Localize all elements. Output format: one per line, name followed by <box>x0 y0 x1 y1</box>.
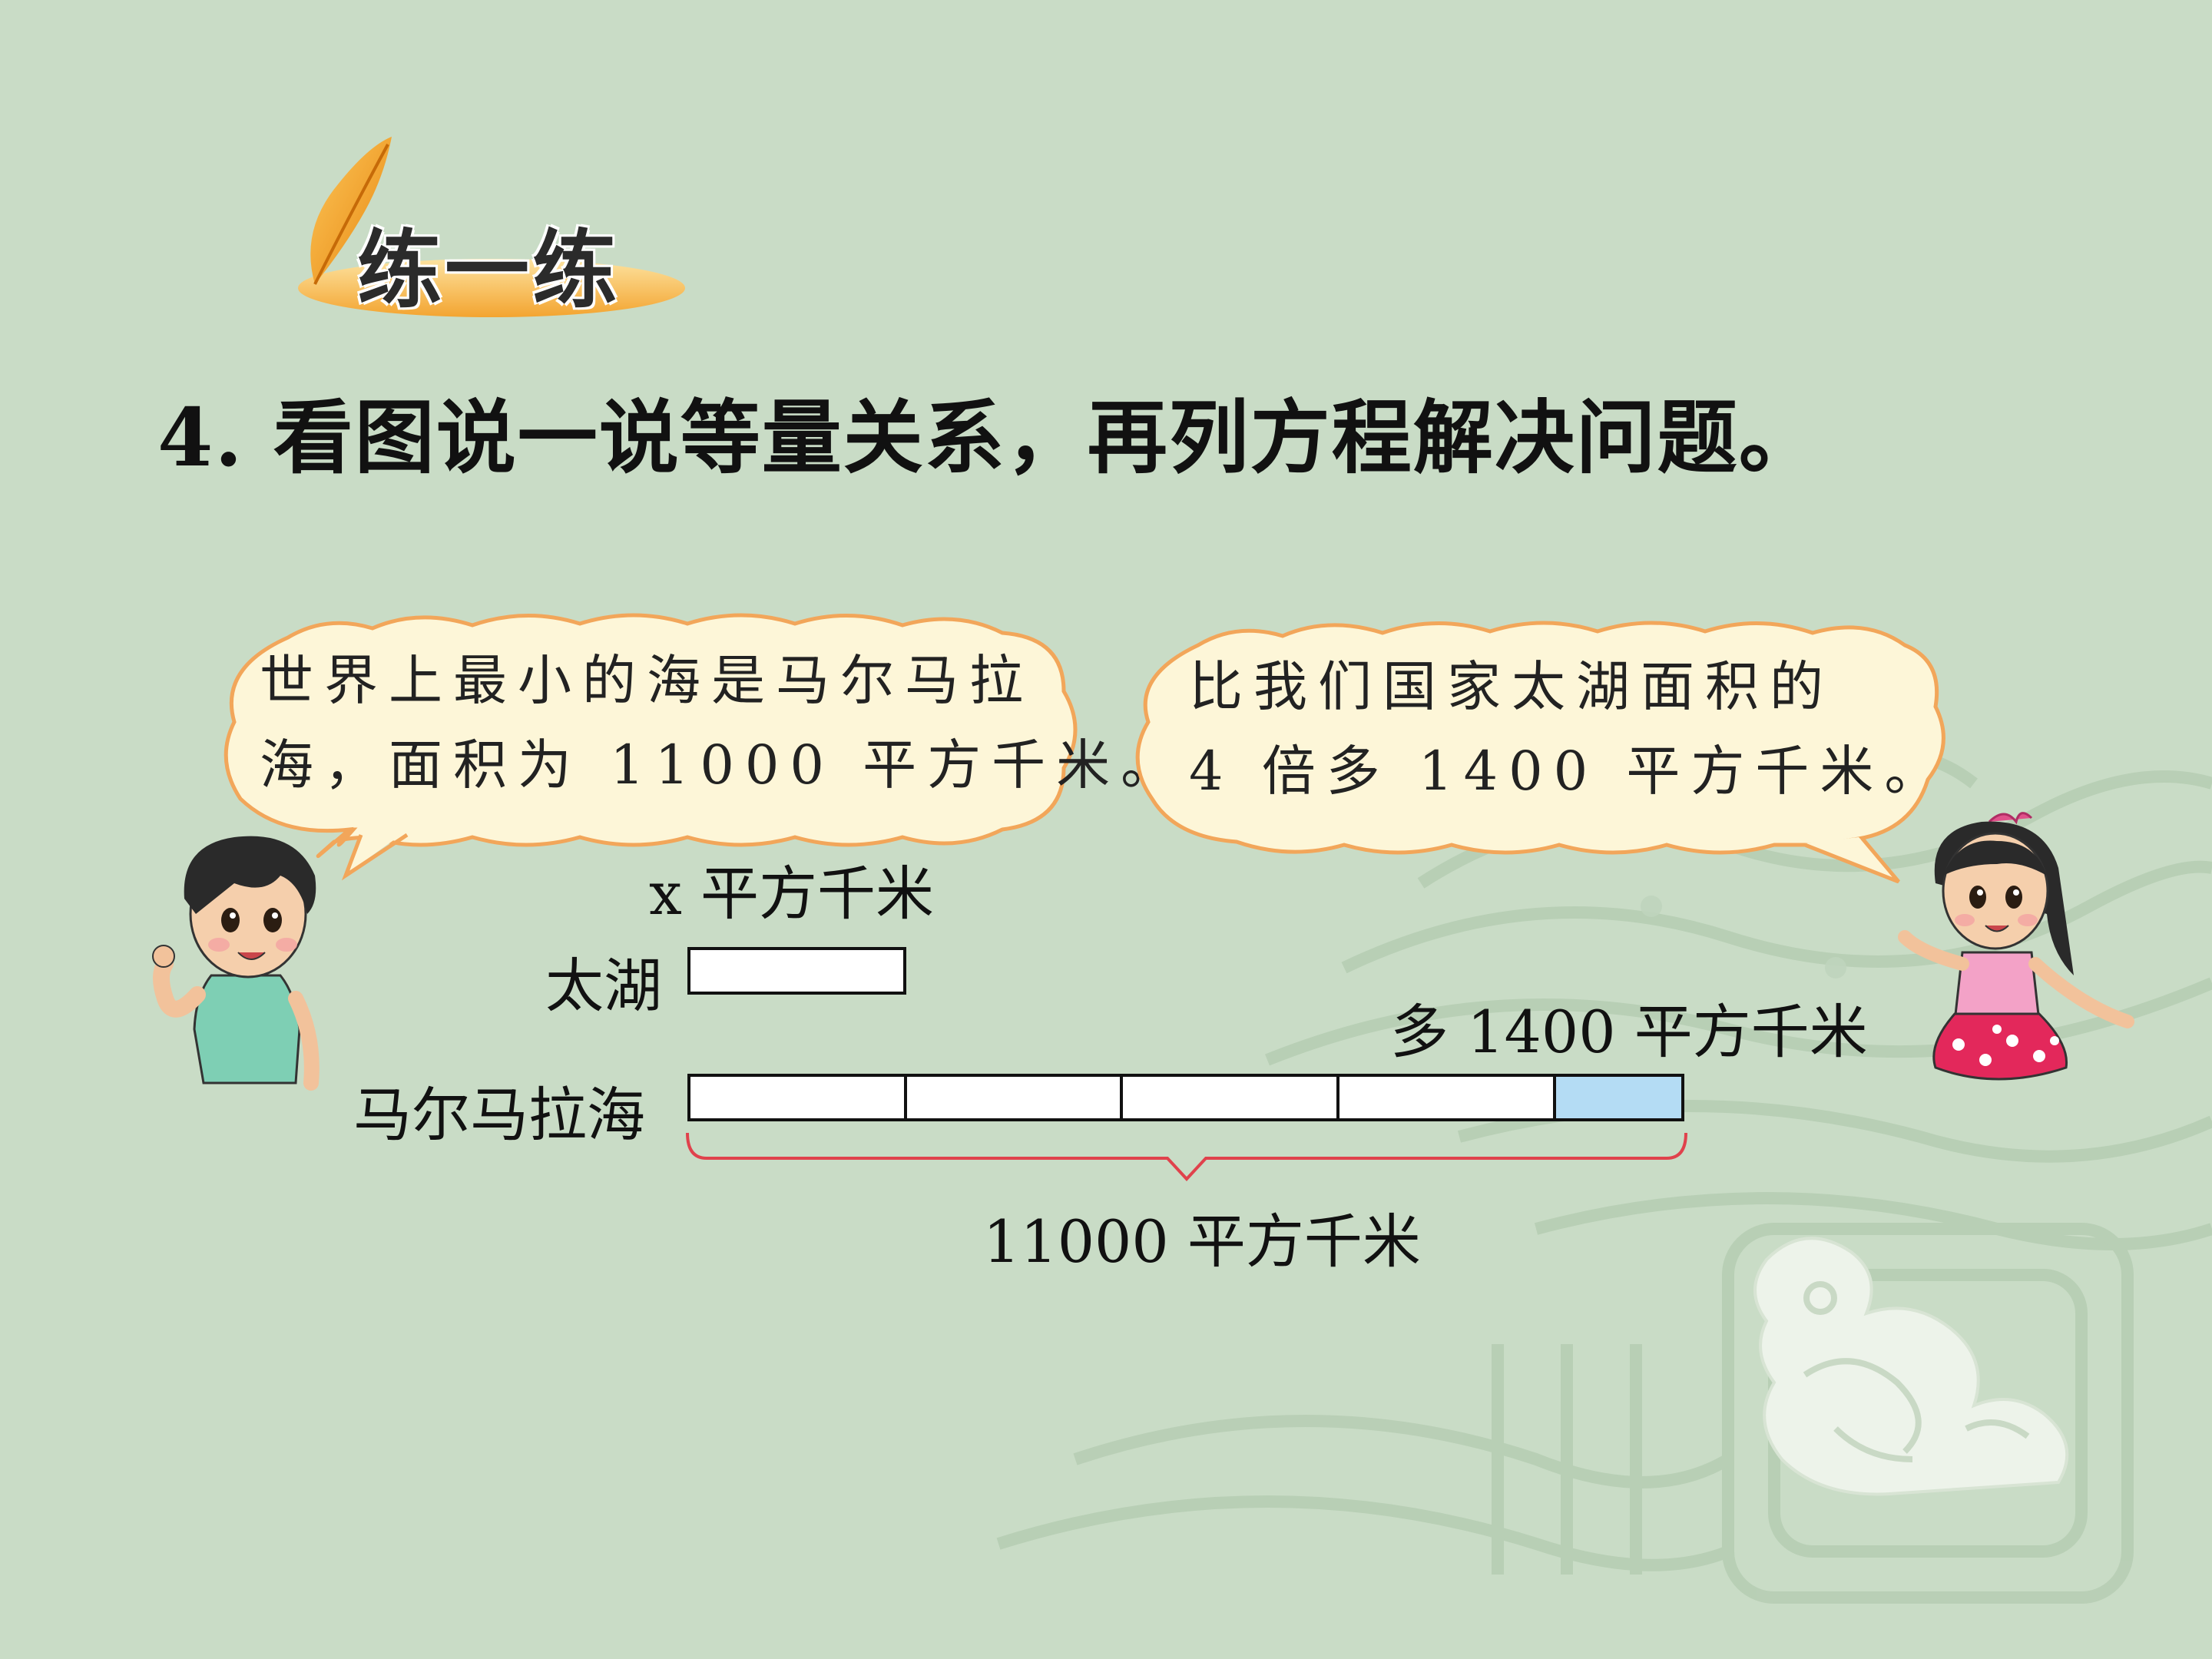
total-brace <box>686 1132 1687 1181</box>
marmara-unit-segment <box>690 1077 907 1118</box>
boy-bubble-line-2: 海，面积为 11000 平方千米。 <box>260 733 1186 796</box>
marmara-unit-segment <box>1123 1077 1339 1118</box>
girl-bubble-line-1: 比我们国家太湖面积的 <box>1189 655 1834 718</box>
girl-character <box>1898 812 2134 1081</box>
boy-speech-bubble <box>224 613 1078 881</box>
marmara-bar <box>687 1074 1684 1121</box>
taihu-bar <box>687 947 906 995</box>
marmara-unit-segment <box>906 1077 1124 1118</box>
question-text: 4. 看图说一说等量关系，再列方程解决问题。 <box>157 390 1820 485</box>
top-unit-label: x 平方千米 <box>649 859 935 928</box>
girl-bubble-line-2: 4 倍多 1400 平方千米。 <box>1189 740 1949 803</box>
taihu-label: 太湖 <box>545 952 662 1020</box>
marmara-extra-segment <box>1555 1077 1681 1118</box>
section-badge <box>298 137 685 317</box>
girl-speech-bubble <box>1135 621 1945 883</box>
extra-amount-label: 多 1400 平方千米 <box>1390 998 1868 1066</box>
total-area-label: 11000 平方千米 <box>983 1207 1421 1276</box>
section-title: 练一练 <box>357 221 620 320</box>
boy-character <box>152 836 320 1091</box>
boy-bubble-line-1: 世界上最小的海是马尔马拉 <box>260 649 1034 712</box>
marmara-unit-segment <box>1339 1077 1556 1118</box>
marmara-label: 马尔马拉海 <box>353 1081 645 1149</box>
jade-dragon-icon <box>1753 1237 2069 1496</box>
